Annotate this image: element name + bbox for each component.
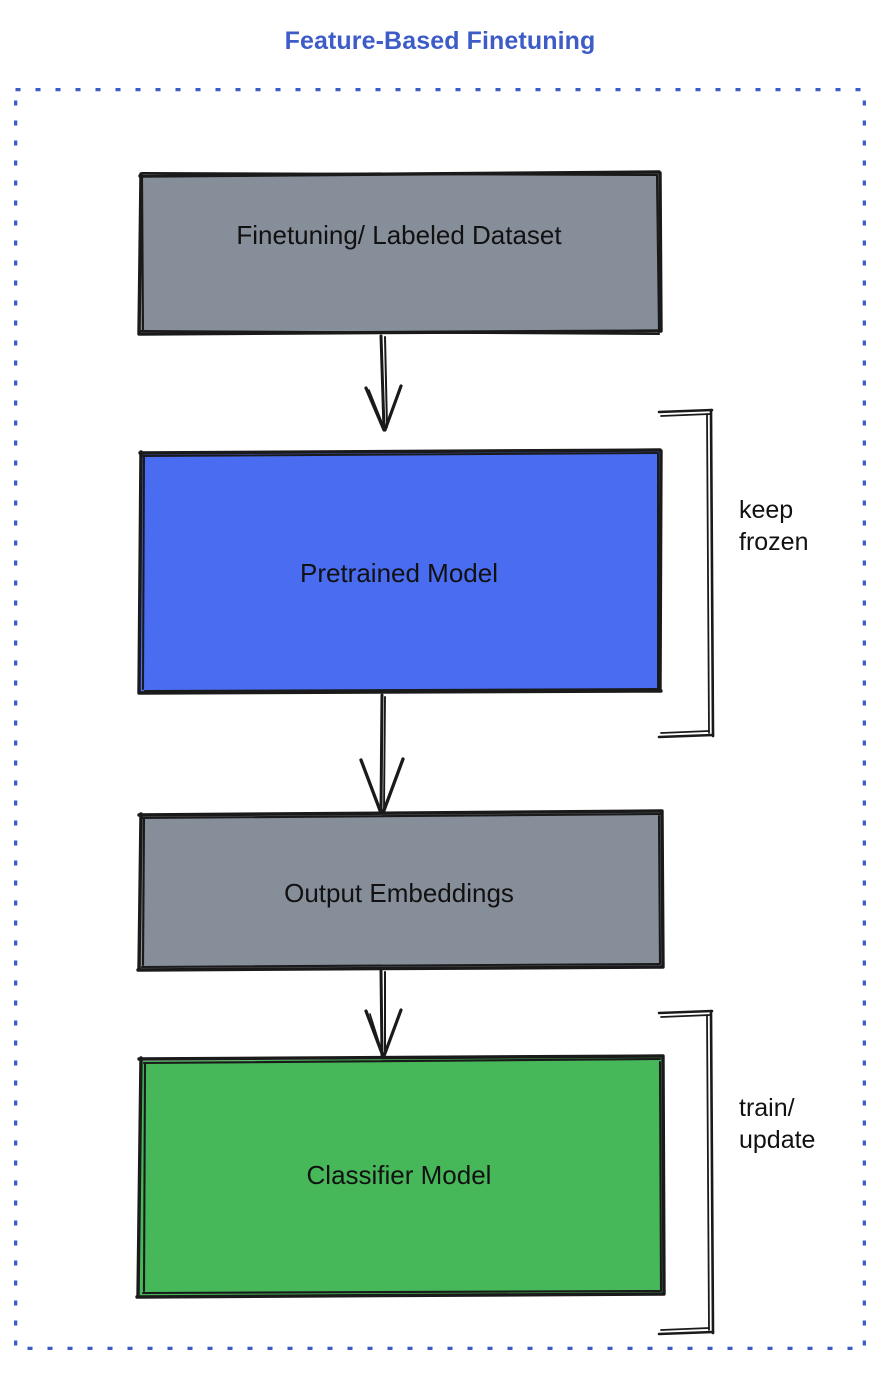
page-title: Feature-Based Finetuning [284, 27, 596, 55]
node-label-embeddings: Output Embeddings [284, 878, 514, 908]
node-label-classifier: Classifier Model [306, 1160, 492, 1190]
annotation-train-update: train/ update [739, 1094, 816, 1154]
annotation-keep-frozen: keep frozen [739, 496, 809, 556]
node-label-pretrained: Pretrained Model [300, 558, 498, 588]
node-label-dataset: Finetuning/ Labeled Dataset [236, 220, 562, 250]
dashed-frame [14, 88, 866, 1350]
